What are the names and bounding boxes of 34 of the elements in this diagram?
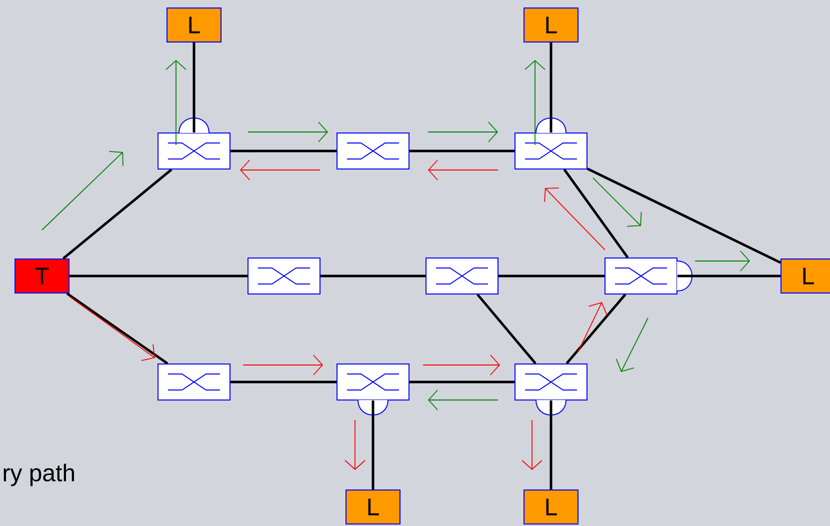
connection-line [372, 400, 374, 490]
coupler-box [158, 118, 230, 170]
coupler-box [336, 132, 410, 170]
connection-line [678, 274, 780, 278]
connection-line [192, 42, 196, 132]
connection-line [550, 400, 552, 490]
caption-text: ry path [4, 464, 74, 486]
terminal-box: L [524, 490, 578, 524]
connection-line [586, 168, 782, 264]
connection-line [230, 150, 336, 152]
connection-line [66, 292, 168, 365]
connection-line [498, 274, 604, 278]
terminal-box: L [780, 258, 830, 294]
connection-line [476, 294, 536, 364]
connection-line [62, 168, 172, 260]
terminal-box: L [524, 8, 578, 42]
terminal-box: T [14, 258, 70, 294]
connection-line [410, 150, 514, 152]
connection-line [70, 274, 248, 278]
coupler-box [248, 258, 320, 294]
coupler-box [514, 364, 588, 416]
terminal-box: L [346, 490, 400, 524]
connection-line [550, 42, 552, 132]
terminal-box: L [166, 8, 222, 42]
coupler-box [426, 258, 498, 294]
coupler-box [158, 364, 230, 400]
connection-line [230, 380, 336, 384]
connection-line [566, 294, 626, 364]
coupler-box [514, 118, 588, 170]
connection-line [563, 168, 629, 258]
coupler-box [604, 258, 692, 294]
coupler-box [336, 364, 410, 416]
connection-line [320, 274, 426, 278]
connection-line [410, 380, 514, 384]
